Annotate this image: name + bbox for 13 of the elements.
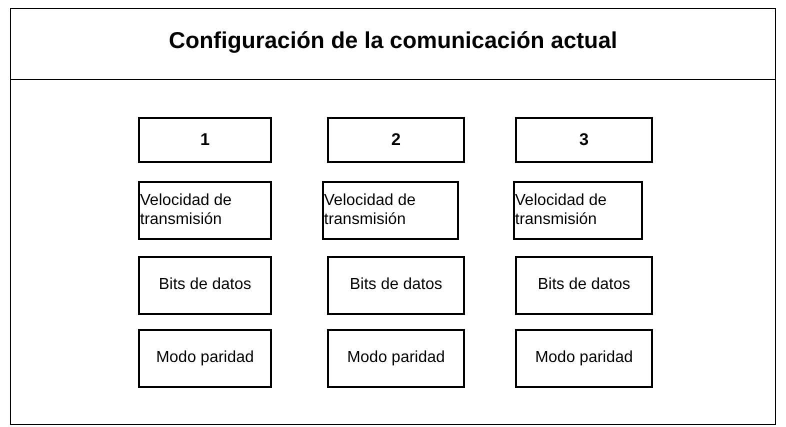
- number-box: 1: [138, 117, 272, 163]
- parameter-box: Velocidad de transmisión: [138, 181, 272, 240]
- parameter-box: Modo paridad: [515, 329, 653, 388]
- parameter-box: Bits de datos: [515, 256, 653, 315]
- number-box: 3: [515, 117, 653, 163]
- parameter-box: Velocidad de transmisión: [322, 181, 459, 240]
- parameter-box: Modo paridad: [138, 329, 272, 388]
- number-box: 2: [327, 117, 465, 163]
- parameter-box: Velocidad de transmisión: [513, 181, 643, 240]
- parameter-box: Bits de datos: [327, 256, 465, 315]
- parameter-box: Bits de datos: [138, 256, 272, 315]
- parameter-box: Modo paridad: [327, 329, 465, 388]
- diagram-title: Configuración de la comunicación actual: [168, 27, 618, 54]
